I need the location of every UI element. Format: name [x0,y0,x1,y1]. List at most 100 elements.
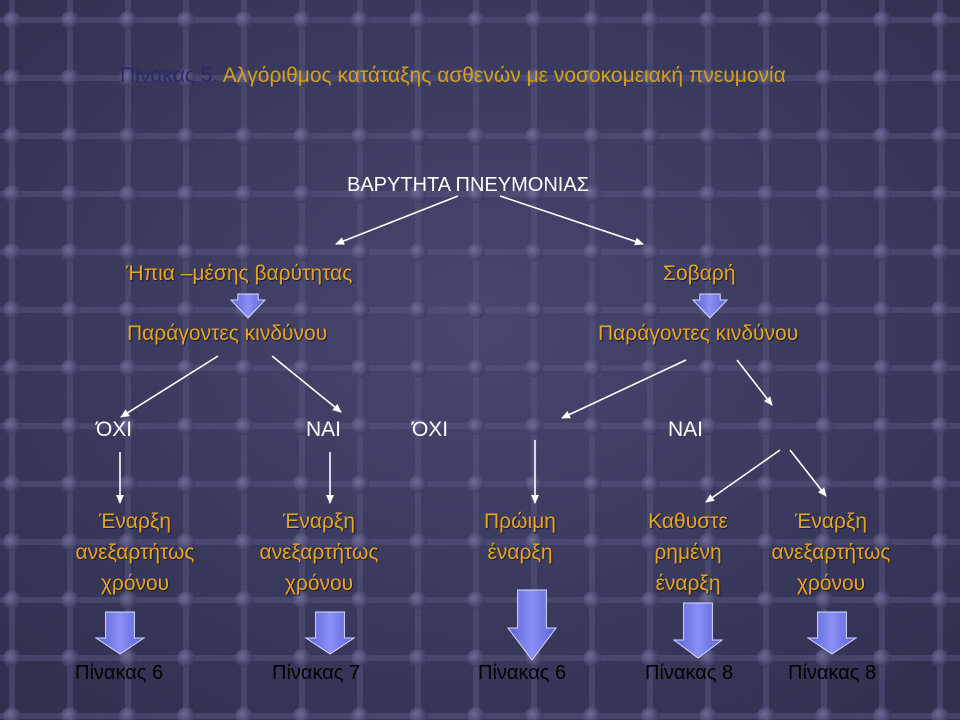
onset-label-4: Καθυστε ρημένη έναρξη [628,506,748,599]
grid-dot [467,11,485,29]
risk-factors-left: Παράγοντες κινδύνου [127,322,328,345]
connector-arrow-3 [120,355,219,418]
grid-dot [757,11,775,29]
onset-label-3: Πρώιμη έναρξη [460,506,580,568]
grid-dot [235,185,253,203]
block-down-arrow-5 [507,589,557,661]
grid-dot [467,707,485,720]
grid-dot [351,533,369,551]
grid-dot [235,649,253,667]
grid-dot [525,359,543,377]
grid-dot [931,533,949,551]
onset-1-line-2: ανεξαρτήτως [75,541,195,564]
grid-dot [931,11,949,29]
grid-dot [815,243,833,261]
grid-dot [119,301,137,319]
grid-dot [235,475,253,493]
grid-dot [351,243,369,261]
grid-dot [699,417,717,435]
grid-dot [61,475,79,493]
grid-dot [119,591,137,609]
grid-dot [177,591,195,609]
grid-dot [293,649,311,667]
grid-dot [641,649,659,667]
grid-dot [351,417,369,435]
grid-dot [873,649,891,667]
grid-dot [351,301,369,319]
grid-dot [61,185,79,203]
grid-dot [583,649,601,667]
grid-dot [699,69,717,87]
grid-dot [409,301,427,319]
grid-dot [235,591,253,609]
grid-dot [3,533,21,551]
block-down-arrow-7 [806,611,858,655]
table-ref-4: Πίνακας 8 [645,662,734,684]
grid-dot [525,185,543,203]
title-number: Πίνακας 5. [120,64,219,87]
grid-dot [293,243,311,261]
grid-dot [873,417,891,435]
onset-label-1: Έναρξη ανεξαρτήτως χρόνου [60,506,210,599]
grid-dot [61,649,79,667]
grid-dot [467,301,485,319]
grid-dot [61,127,79,145]
grid-dot [293,707,311,720]
grid-dot [641,707,659,720]
connector-arrow-4 [271,355,342,413]
grid-dot [119,417,137,435]
grid-dot [815,591,833,609]
grid-dot [583,69,601,87]
grid-dot [3,417,21,435]
grid-dot [641,475,659,493]
grid-dot [641,243,659,261]
grid-dot [815,301,833,319]
grid-dot [3,359,21,377]
grid-dot [815,359,833,377]
grid-dot [119,185,137,203]
grid-dot [3,69,21,87]
grid-dot [525,475,543,493]
onset-label-5: Έναρξη ανεξαρτήτως χρόνου [756,506,906,599]
onset-2-line-2: ανεξαρτήτως [259,541,379,564]
grid-dot [699,127,717,145]
grid-dot [641,127,659,145]
grid-dot [583,591,601,609]
grid-dot [235,417,253,435]
table-ref-3: Πίνακας 6 [478,662,567,684]
grid-dot [177,11,195,29]
grid-dot [293,185,311,203]
grid-dot [931,649,949,667]
grid-dot [757,591,775,609]
grid-dot [409,707,427,720]
grid-dot [467,533,485,551]
grid-dot [351,707,369,720]
grid-dot [177,243,195,261]
root-node: ΒΑΡΥΤΗΤΑ ΠΝΕΥΜΟΝΙΑΣ [347,174,590,196]
grid-dot [757,417,775,435]
grid-dot [351,475,369,493]
connector-arrow-5 [561,359,687,419]
grid-dot [3,185,21,203]
grid-dot [583,707,601,720]
grid-dot [61,533,79,551]
grid-dot [583,533,601,551]
connector-arrow-10 [705,449,781,503]
grid-dot [119,243,137,261]
grid-dot [409,475,427,493]
grid-dot [873,359,891,377]
risk-factors-right: Παράγοντες κινδύνου [598,322,799,345]
grid-dot [3,475,21,493]
block-down-arrow-6 [672,602,724,659]
grid-dot [409,127,427,145]
grid-dot [3,243,21,261]
onset-5-line-2: ανεξαρτήτως [771,541,891,564]
grid-dot [3,11,21,29]
answer-yes-left: ΝΑΙ [306,418,342,441]
diagram-title: Πίνακας 5. Αλγόριθμος κατάταξης ασθενών … [120,64,786,88]
grid-dot [351,185,369,203]
grid-dot [815,185,833,203]
table-ref-2: Πίνακας 7 [272,662,361,684]
grid-dot [409,533,427,551]
